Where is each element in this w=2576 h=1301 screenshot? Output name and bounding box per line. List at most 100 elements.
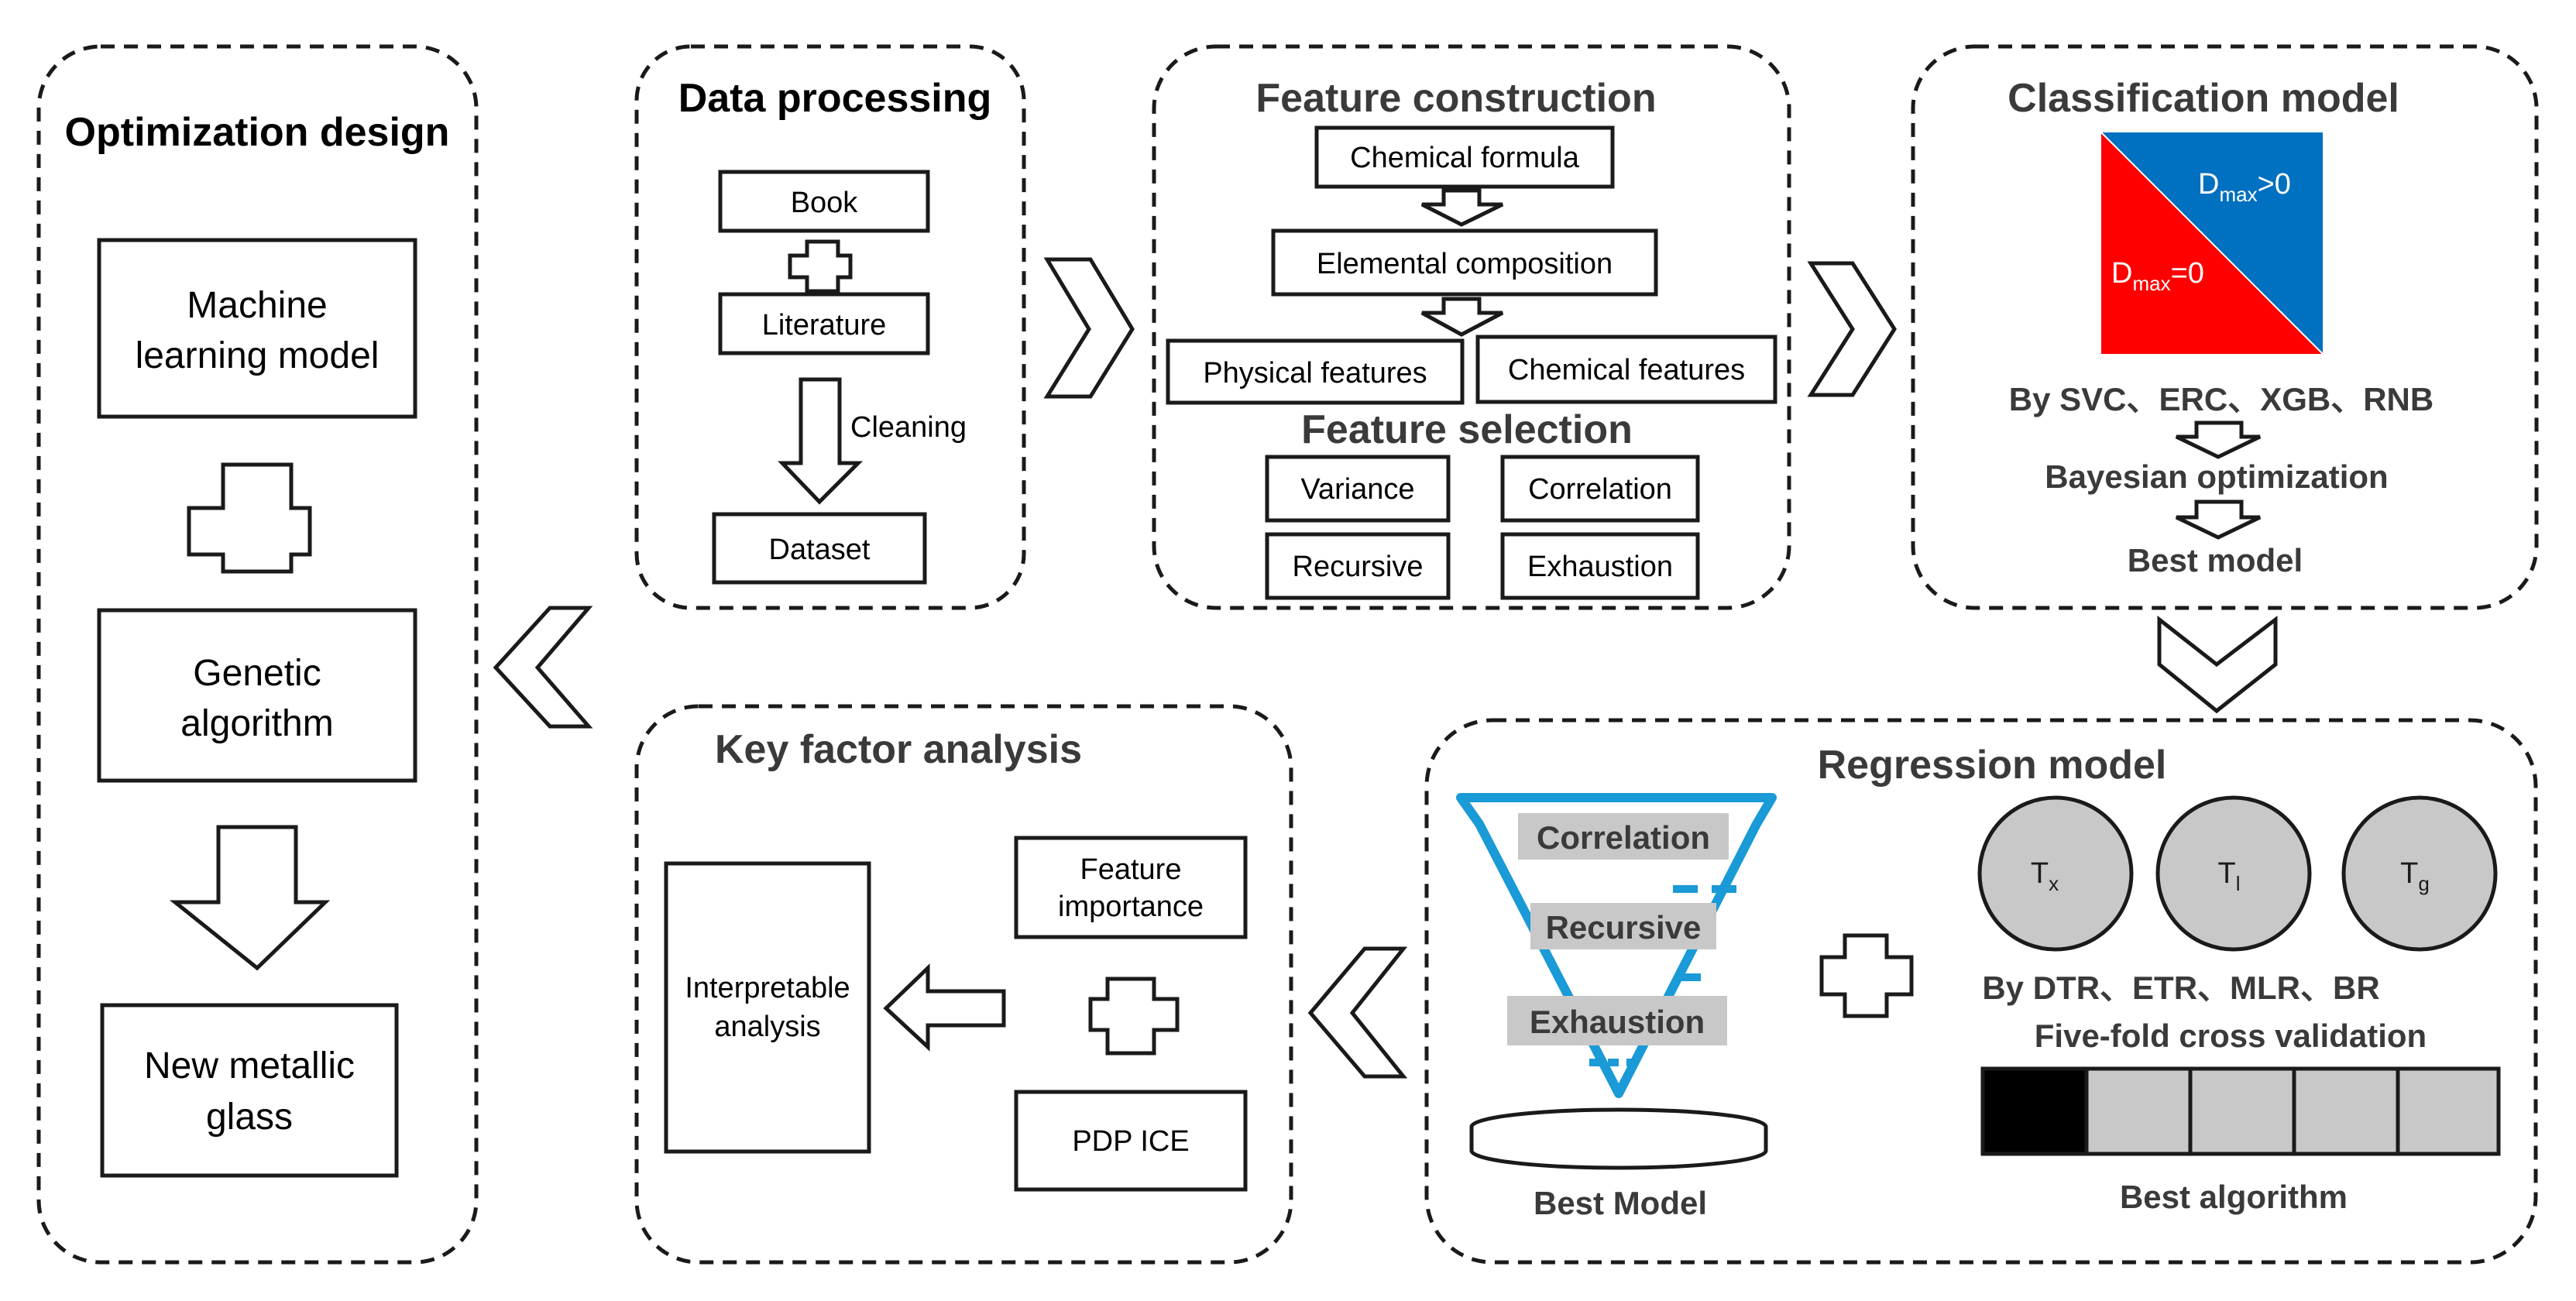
plus-connector-icon	[187, 462, 312, 574]
classification-model-title: Classification model	[2008, 76, 2399, 121]
chevron-right-icon	[1807, 261, 1897, 397]
down-arrow-icon	[778, 377, 864, 505]
five-fold-cv-label: Five-fold cross validation	[2035, 1018, 2427, 1054]
machine-learning-model-label-2: learning model	[136, 335, 380, 376]
genetic-algorithm-box	[97, 608, 417, 783]
cleaning-label: Cleaning	[850, 411, 967, 444]
pdp-ice-box	[1014, 1090, 1248, 1192]
best-algorithm-label: Best algorithm	[2120, 1179, 2348, 1215]
correlation-label: Correlation	[1528, 473, 1672, 506]
physical-features-label: Physical features	[1203, 357, 1427, 390]
chevron-left-icon	[1307, 946, 1408, 1079]
optimization-design-title: Optimization design	[65, 110, 450, 155]
classification-best-model-label: Best model	[2128, 542, 2303, 578]
tg-circle	[2341, 795, 2498, 952]
dmax-positive-relation: >0	[2258, 168, 2291, 201]
tg-subscript: g	[2418, 872, 2429, 895]
down-arrow-icon	[2175, 499, 2262, 540]
classification-methods: By SVC、ERC、XGB、RNB	[2009, 381, 2433, 417]
feature-importance-label-2: importance	[1058, 891, 1204, 923]
tg-label: T	[2400, 857, 2418, 890]
svg-text:Tl: Tl	[2218, 857, 2241, 895]
svg-text:Dmax>0: Dmax>0	[2198, 168, 2291, 206]
down-arrow-icon	[169, 825, 331, 971]
pdp-ice-label: PDP ICE	[1072, 1125, 1189, 1158]
classification-model-panel: Classification model Dmax>0 Dmax=0 By SV…	[1911, 44, 2539, 610]
dataset-label: Dataset	[769, 534, 871, 566]
svg-text:Tx: Tx	[2031, 857, 2059, 895]
tx-subscript: x	[2049, 872, 2059, 895]
dmax-zero-subscript: max	[2132, 272, 2170, 295]
tl-subscript: l	[2236, 872, 2241, 895]
classification-matrix: Dmax>0 Dmax=0	[2100, 131, 2324, 355]
funnel-exhaustion-label: Exhaustion	[1530, 1004, 1705, 1040]
dataset-box	[712, 512, 927, 585]
variance-box	[1265, 455, 1451, 523]
chemical-formula-label: Chemical formula	[1350, 142, 1580, 174]
machine-learning-model-label-1: Machine	[187, 285, 327, 326]
plus-connector-icon	[1088, 977, 1180, 1056]
feature-selection-funnel: Correlation Recursive Exhaustion	[1456, 793, 1777, 1170]
plus-connector-icon	[1819, 933, 1914, 1018]
funnel-correlation-label: Correlation	[1537, 819, 1710, 856]
correlation-box	[1500, 455, 1700, 523]
feature-construction-panel: Feature construction Chemical formula El…	[1152, 44, 1791, 610]
tx-label: T	[2031, 857, 2049, 890]
data-processing-panel: Data processing Book Literature Cleaning…	[634, 44, 1026, 610]
genetic-algorithm-label-2: algorithm	[180, 703, 333, 744]
dmax-positive-label: D	[2198, 168, 2219, 201]
recursive-box	[1265, 532, 1451, 600]
literature-label: Literature	[762, 309, 887, 342]
down-arrow-icon	[1420, 297, 1504, 337]
feature-importance-label-1: Feature	[1080, 853, 1182, 886]
interpretable-analysis-label-1: Interpretable	[685, 972, 850, 1004]
genetic-algorithm-label-1: Genetic	[193, 653, 321, 694]
recursive-label: Recursive	[1293, 551, 1424, 583]
regression-best-model-label: Best Model	[1534, 1185, 1707, 1221]
book-label: Book	[791, 187, 859, 219]
dmax-zero-relation: =0	[2171, 257, 2204, 290]
chevron-down-icon	[2157, 615, 2278, 714]
new-metallic-glass-box	[100, 1003, 399, 1178]
dmax-zero-label: D	[2111, 257, 2132, 290]
bayesian-optimization-label: Bayesian optimization	[2045, 458, 2388, 495]
down-arrow-icon	[1420, 188, 1504, 227]
new-metallic-glass-label-2: glass	[206, 1097, 293, 1138]
regression-model-title: Regression model	[1818, 743, 2167, 788]
exhaustion-box	[1500, 532, 1700, 600]
dmax-positive-subscript: max	[2219, 183, 2257, 206]
tl-circle	[2155, 795, 2312, 952]
interpretable-analysis-box	[664, 861, 871, 1154]
key-factor-analysis-title: Key factor analysis	[715, 727, 1082, 772]
chevron-right-icon	[1043, 257, 1135, 399]
exhaustion-label: Exhaustion	[1527, 551, 1673, 583]
optimization-design-panel: Optimization design Machine learning mod…	[36, 44, 479, 1265]
chemical-formula-box	[1314, 125, 1615, 189]
feature-importance-box	[1014, 836, 1248, 939]
elemental-composition-label: Elemental composition	[1317, 248, 1613, 280]
key-factor-analysis-panel: Key factor analysis Interpretable analys…	[634, 704, 1293, 1265]
tx-circle	[1977, 795, 2134, 952]
down-arrow-icon	[2175, 421, 2262, 459]
chevron-left-icon	[493, 606, 593, 729]
elemental-composition-box	[1271, 228, 1658, 297]
svg-text:Dmax=0: Dmax=0	[2111, 257, 2204, 295]
data-processing-title: Data processing	[678, 76, 992, 121]
book-box	[718, 170, 930, 233]
chemical-features-label: Chemical features	[1508, 354, 1745, 386]
feature-construction-title: Feature construction	[1255, 76, 1656, 121]
five-fold-bar	[1980, 1066, 2501, 1156]
physical-features-box	[1166, 338, 1465, 405]
regression-model-panel: Regression model Correlation Recursive E…	[1424, 718, 2538, 1265]
feature-selection-title: Feature selection	[1301, 407, 1633, 452]
variance-label: Variance	[1300, 473, 1414, 506]
chemical-features-box	[1475, 335, 1777, 404]
literature-box	[718, 292, 930, 355]
regression-methods: By DTR、ETR、MLR、BR	[1982, 970, 2379, 1006]
interpretable-analysis-label-2: analysis	[714, 1011, 820, 1043]
tl-label: T	[2218, 857, 2236, 890]
plus-connector-icon	[788, 239, 853, 293]
svg-text:Tg: Tg	[2400, 857, 2430, 895]
new-metallic-glass-label-1: New metallic	[144, 1045, 355, 1086]
